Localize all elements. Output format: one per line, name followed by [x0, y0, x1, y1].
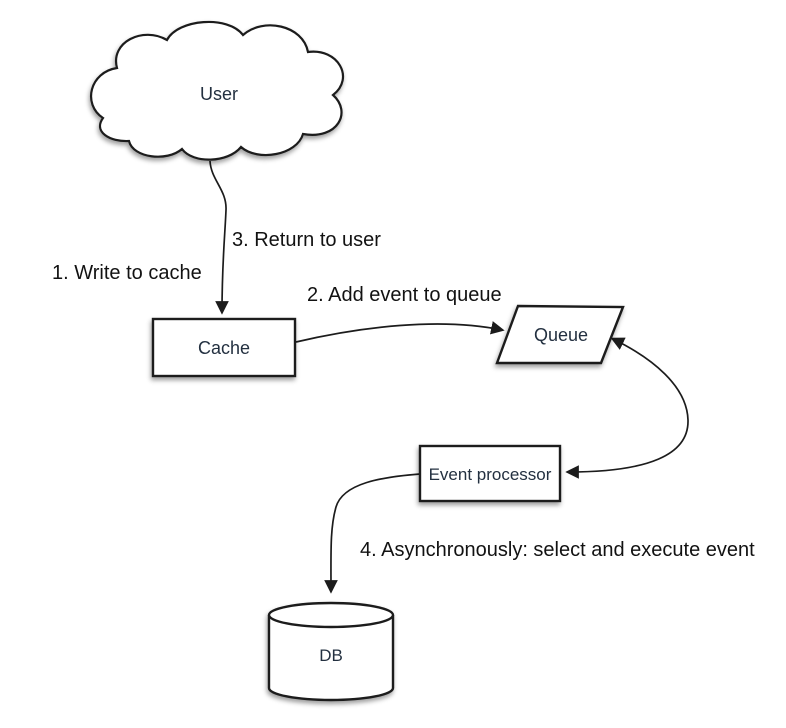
- db-label: DB: [319, 646, 343, 665]
- db-node: DB: [267, 601, 395, 702]
- edge-cache-to-queue: [295, 321, 505, 343]
- annotation-step3-return-to-user: 3. Return to user: [232, 229, 381, 251]
- cache-box: [151, 317, 297, 378]
- event-processor-node: Event processor: [418, 444, 562, 503]
- event-processor-label: Event processor: [429, 465, 552, 484]
- annotation-step1-write-to-cache: 1. Write to cache: [52, 262, 202, 284]
- event-processor-box: [418, 444, 562, 503]
- cloud-shape: [89, 20, 345, 161]
- edge-queue-event-processor-bidirectional: [565, 337, 689, 479]
- edge-processor-to-db: [324, 473, 421, 594]
- user-label: User: [200, 84, 238, 104]
- cache-node: Cache: [151, 317, 297, 378]
- edge-user-to-cache: [209, 160, 229, 315]
- user-node: User: [89, 20, 345, 161]
- annotation-step2-add-event-to-queue: 2. Add event to queue: [307, 284, 502, 306]
- queue-label: Queue: [534, 325, 588, 345]
- queue-parallelogram: [495, 304, 625, 365]
- cache-label: Cache: [198, 338, 250, 358]
- queue-node: Queue: [495, 304, 625, 365]
- db-cylinder: [267, 601, 395, 702]
- annotation-step4-async-execute: 4. Asynchronously: select and execute ev…: [360, 539, 755, 561]
